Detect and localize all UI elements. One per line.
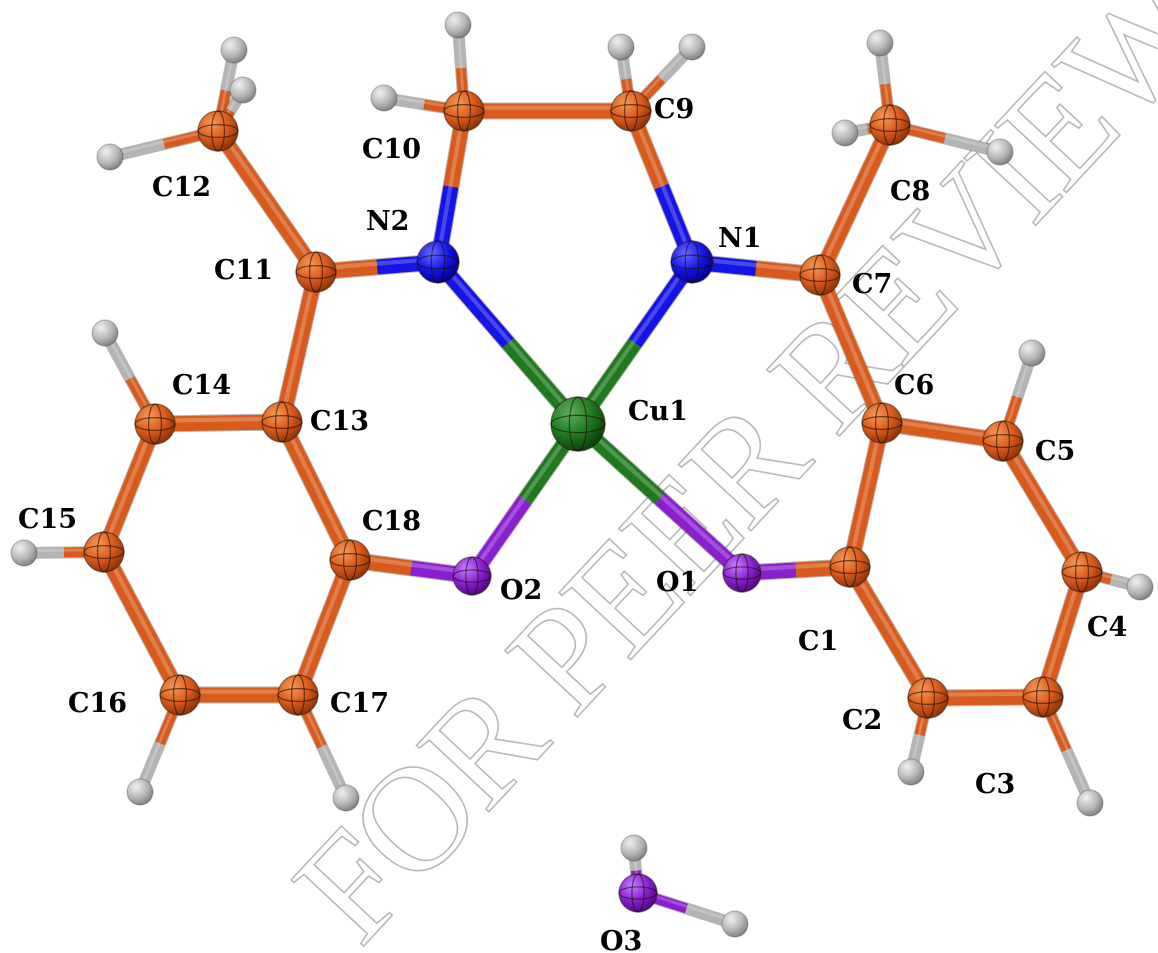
atom-c8 [869, 104, 911, 146]
label-c5: C5 [1035, 436, 1075, 467]
label-n1: N1 [718, 223, 761, 254]
atom-c12 [197, 110, 239, 152]
atom-c10 [443, 90, 485, 132]
atom-h3a [620, 834, 648, 862]
atom-cu1 [550, 396, 606, 452]
atom-c17 [277, 674, 319, 716]
atom-h3 [1076, 789, 1104, 817]
atom-n1 [670, 240, 714, 284]
atom-c13 [261, 401, 303, 443]
atom-c14 [134, 403, 176, 445]
atom-c6 [861, 402, 903, 444]
atom-o2 [452, 556, 492, 596]
atom-h3b [721, 910, 749, 938]
label-o3: O3 [600, 926, 642, 953]
label-c4: C4 [1087, 612, 1127, 643]
atom-c7 [799, 254, 841, 296]
label-c15: C15 [18, 504, 77, 535]
label-c13: C13 [310, 406, 369, 437]
atom-h9b [678, 33, 706, 61]
atoms [10, 11, 1154, 938]
label-c12: C12 [152, 172, 211, 203]
atom-h16 [126, 778, 154, 806]
atom-h12c [96, 143, 124, 171]
label-c17: C17 [330, 688, 389, 719]
label-c3: C3 [975, 769, 1015, 800]
atom-c11 [295, 251, 337, 293]
atom-h4 [1126, 573, 1154, 601]
label-o2: O2 [500, 575, 542, 606]
label-c11: C11 [214, 255, 273, 286]
atom-h10a [444, 11, 472, 39]
label-c1: C1 [798, 626, 838, 657]
atom-o1 [722, 553, 762, 593]
atom-h14 [91, 319, 119, 347]
bond-c15-c16 [95, 543, 189, 704]
atom-c2 [907, 677, 949, 719]
bond-c11-c12 [209, 122, 325, 281]
label-c10: C10 [362, 134, 421, 165]
atom-h17 [332, 784, 360, 812]
atom-h2 [897, 758, 925, 786]
atom-h8b [831, 119, 859, 147]
atom-h12b [229, 76, 257, 104]
atom-o3 [618, 873, 658, 913]
bond-c9-c10 [455, 102, 640, 120]
label-c14: C14 [172, 370, 231, 401]
atom-c3 [1022, 676, 1064, 718]
atom-c9 [610, 90, 652, 132]
atom-h15 [10, 539, 38, 567]
atom-c16 [159, 674, 201, 716]
atom-c18 [329, 539, 371, 581]
atom-h5 [1018, 339, 1046, 367]
atom-c15 [83, 531, 125, 573]
label-c2: C2 [842, 705, 882, 736]
label-n2: N2 [366, 206, 409, 237]
label-c8: C8 [890, 176, 930, 207]
atom-h12a [220, 36, 248, 64]
atom-h9a [607, 33, 635, 61]
label-c6: C6 [894, 370, 934, 401]
bond-n1-c9 [622, 102, 701, 271]
bond-cu1-n2 [429, 253, 587, 433]
atom-h8a [866, 29, 894, 57]
atom-c4 [1061, 551, 1103, 593]
label-c18: C18 [362, 506, 421, 537]
atom-h10b [370, 84, 398, 112]
label-c16: C16 [68, 688, 127, 719]
label-cu1: Cu1 [628, 396, 688, 427]
atom-h8c [986, 138, 1014, 166]
label-o1: O1 [656, 567, 698, 598]
label-c9: C9 [654, 94, 694, 125]
label-c7: C7 [852, 269, 892, 300]
atom-c1 [829, 546, 871, 588]
atom-n2 [416, 240, 460, 284]
atom-c5 [982, 420, 1024, 462]
